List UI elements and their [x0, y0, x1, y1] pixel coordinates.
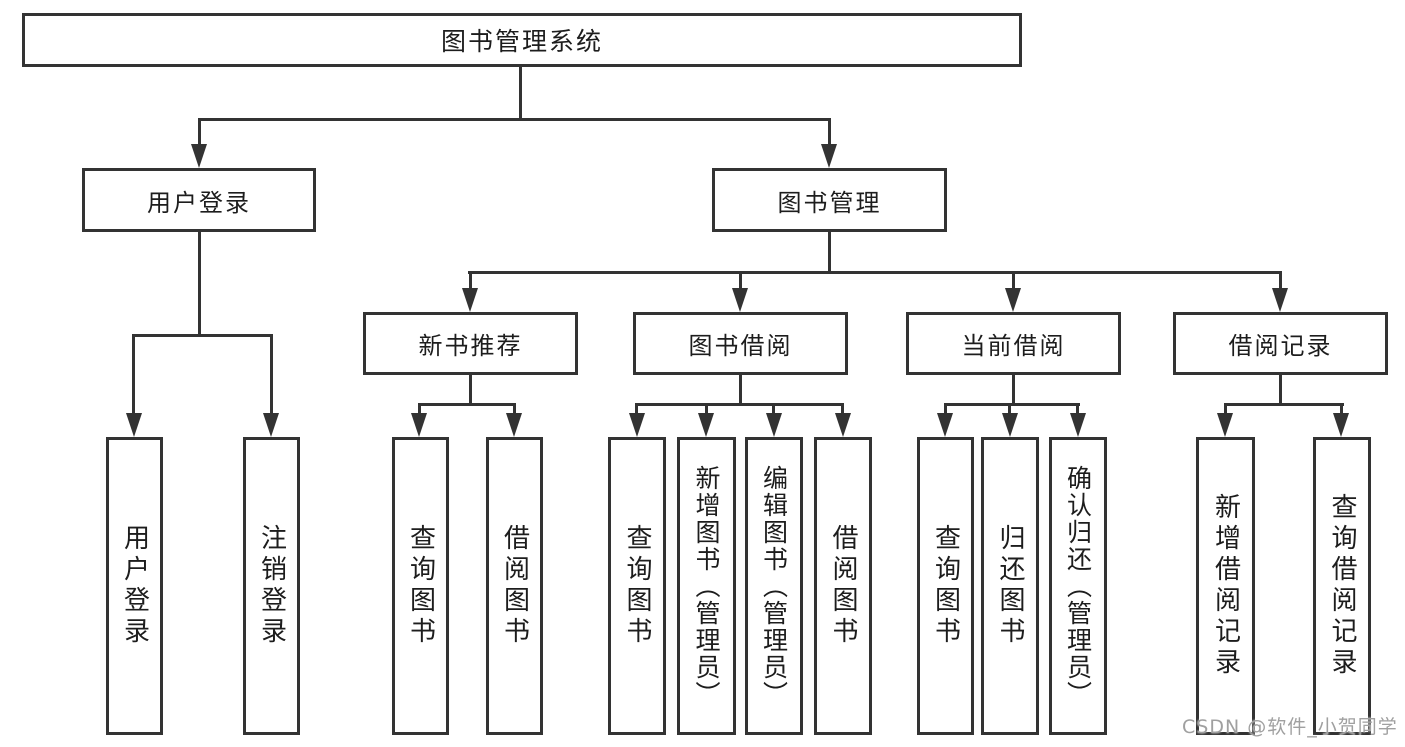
- node-book-management: 图书管理: [712, 168, 947, 232]
- connector-book-mgmt-stub: [828, 118, 831, 146]
- connector-user-login-stub: [198, 118, 201, 146]
- watermark-text: CSDN @软件_小贺同学: [1182, 716, 1398, 738]
- arrow-to-borrow-query-book: [629, 413, 645, 437]
- node-new-book-recommend-label: 新书推荐: [418, 332, 523, 360]
- connector-borrow-leaf3-stub: [772, 403, 775, 415]
- arrow-to-newrec-borrow-book: [506, 413, 522, 437]
- connector-level2-horizontal: [198, 118, 831, 121]
- connector-records-leaf1-stub: [1224, 403, 1227, 415]
- leaf-newrec-borrow-book: 借阅图书: [486, 437, 543, 735]
- leaf-logout-label: 注销登录: [256, 524, 287, 648]
- leaf-records-add-record-label: 新增借阅记录: [1210, 493, 1241, 679]
- leaf-user-login: 用户登录: [106, 437, 163, 735]
- node-borrowing-records: 借阅记录: [1173, 312, 1388, 375]
- connector-borrow-leaf1-stub: [635, 403, 638, 415]
- node-book-management-label: 图书管理: [777, 188, 882, 217]
- node-user-login: 用户登录: [82, 168, 316, 232]
- connector-borrow-leaf2-stub: [705, 403, 708, 415]
- arrow-to-newrec-query-book: [411, 413, 427, 437]
- connector-borrow-leaf4-stub: [841, 403, 844, 415]
- leaf-borrow-borrow-book: 借阅图书: [814, 437, 872, 735]
- node-library-system: 图书管理系统: [22, 13, 1022, 67]
- arrow-to-borrowing-records: [1272, 288, 1288, 312]
- leaf-newrec-borrow-book-label: 借阅图书: [499, 524, 530, 648]
- arrow-to-book-management: [821, 144, 837, 168]
- leaf-user-login-label: 用户登录: [119, 524, 150, 648]
- arrow-to-current-confirm-return: [1070, 413, 1086, 437]
- connector-newrec-horizontal: [418, 403, 516, 406]
- connector-current-leaf2-stub: [1008, 403, 1011, 415]
- arrow-to-borrow-add-book: [698, 413, 714, 437]
- leaf-records-query-record-label: 查询借阅记录: [1327, 493, 1357, 679]
- arrow-to-book-borrowing: [732, 288, 748, 312]
- arrow-to-current-query-book: [937, 413, 953, 437]
- node-borrowing-records-label: 借阅记录: [1228, 332, 1333, 360]
- leaf-current-confirm-return-admin-label: 确认归还（管理员）: [1063, 464, 1093, 708]
- node-book-borrowing-label: 图书借阅: [688, 332, 793, 360]
- arrow-to-leaf-user-login: [126, 413, 142, 437]
- connector-current-leaf1-stub: [944, 403, 947, 415]
- connector-root-down: [519, 67, 522, 118]
- connector-current-borrow-stub: [1012, 271, 1015, 291]
- leaf-current-confirm-return-admin: 确认归还（管理员）: [1049, 437, 1107, 735]
- node-book-borrowing: 图书借阅: [633, 312, 848, 375]
- connector-current-horizontal: [944, 403, 1080, 406]
- connector-leaf-user-login-stub: [132, 334, 135, 414]
- node-current-borrowing: 当前借阅: [906, 312, 1121, 375]
- arrow-to-user-login: [191, 144, 207, 168]
- leaf-borrow-edit-book-admin-label: 编辑图书（管理员）: [759, 464, 789, 708]
- connector-records-down: [1279, 375, 1282, 406]
- connector-records-leaf2-stub: [1340, 403, 1343, 415]
- leaf-logout: 注销登录: [243, 437, 300, 735]
- leaf-borrow-edit-book-admin: 编辑图书（管理员）: [745, 437, 803, 735]
- connector-borrow-down: [739, 375, 742, 406]
- leaf-newrec-query-book-label: 查询图书: [405, 524, 436, 648]
- connector-current-down: [1012, 375, 1015, 406]
- leaf-borrow-add-book-admin-label: 新增图书（管理员）: [692, 464, 721, 708]
- connector-borrow-horizontal: [635, 403, 844, 406]
- node-library-system-label: 图书管理系统: [440, 27, 603, 56]
- connector-user-branch-down: [198, 232, 201, 336]
- arrow-to-records-add-record: [1217, 413, 1233, 437]
- leaf-borrow-add-book-admin: 新增图书（管理员）: [677, 437, 736, 735]
- arrow-to-borrow-borrow-book: [835, 413, 851, 437]
- connector-leaf-logout-stub: [270, 334, 273, 414]
- arrow-to-records-query-record: [1333, 413, 1349, 437]
- connector-borrow-records-stub: [1279, 271, 1282, 291]
- arrow-to-borrow-edit-book: [766, 413, 782, 437]
- leaf-current-query-book: 查询图书: [917, 437, 974, 735]
- connector-level3-horizontal: [468, 271, 1282, 274]
- leaf-records-add-record: 新增借阅记录: [1196, 437, 1255, 735]
- leaf-current-return-book-label: 归还图书: [995, 524, 1025, 648]
- connector-newrec-down: [469, 375, 472, 406]
- connector-new-rec-stub: [469, 271, 472, 291]
- connector-newrec-leaf1-stub: [418, 403, 421, 415]
- leaf-records-query-record: 查询借阅记录: [1313, 437, 1371, 735]
- leaf-borrow-borrow-book-label: 借阅图书: [828, 524, 858, 648]
- leaf-borrow-query-book: 查询图书: [608, 437, 666, 735]
- arrow-to-current-return-book: [1002, 413, 1018, 437]
- arrow-to-leaf-logout: [263, 413, 279, 437]
- connector-book-borrow-stub: [739, 271, 742, 291]
- node-user-login-label: 用户登录: [147, 188, 251, 217]
- leaf-newrec-query-book: 查询图书: [392, 437, 449, 735]
- connector-newrec-leaf2-stub: [513, 403, 516, 415]
- connector-mgmt-branch-down: [828, 232, 831, 274]
- arrow-to-current-borrowing: [1005, 288, 1021, 312]
- leaf-current-query-book-label: 查询图书: [930, 524, 961, 648]
- arrow-to-new-book-recommend: [462, 288, 478, 312]
- connector-current-leaf3-stub: [1076, 403, 1079, 415]
- connector-user-branch-horizontal: [132, 334, 273, 337]
- connector-records-horizontal: [1224, 403, 1344, 406]
- node-current-borrowing-label: 当前借阅: [961, 332, 1066, 360]
- leaf-borrow-query-book-label: 查询图书: [622, 524, 652, 648]
- leaf-current-return-book: 归还图书: [981, 437, 1039, 735]
- node-new-book-recommend: 新书推荐: [363, 312, 578, 375]
